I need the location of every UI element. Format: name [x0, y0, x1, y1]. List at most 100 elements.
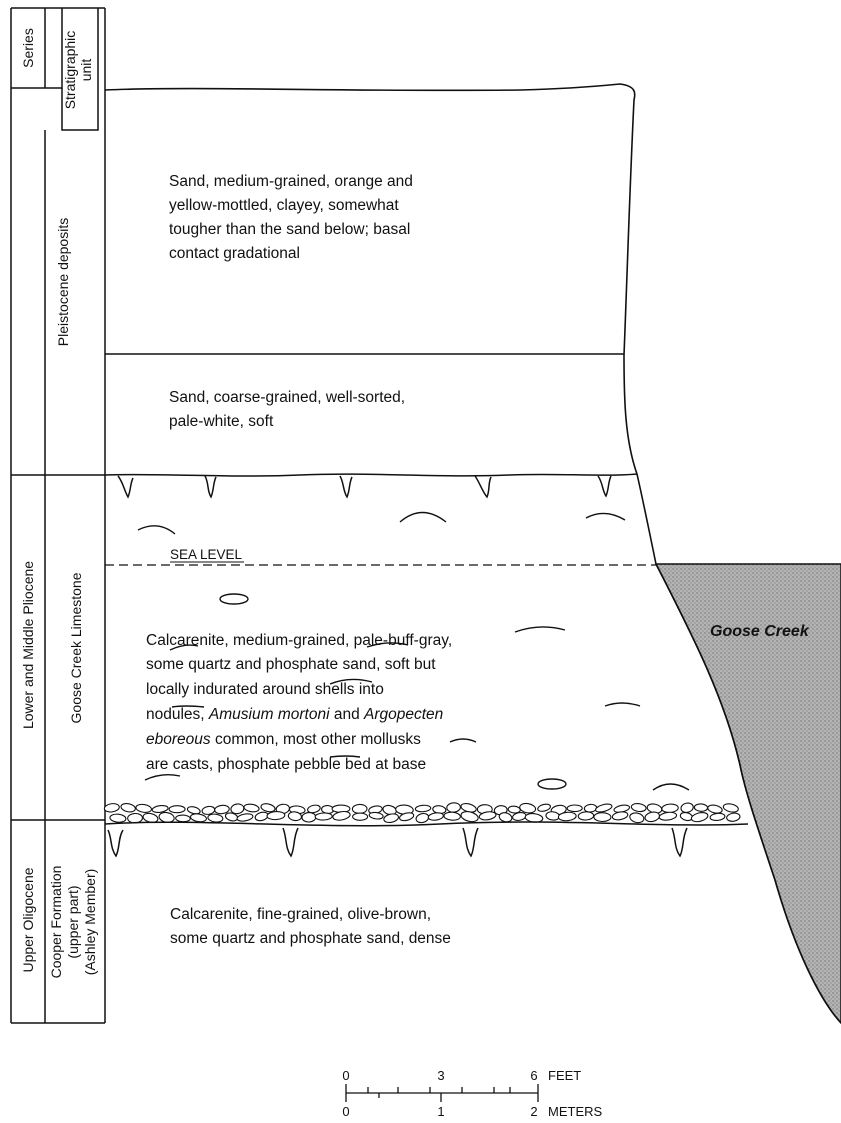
cliff-outline: [104, 83, 841, 1024]
pebble: [507, 805, 521, 814]
sea-level-label: SEA LEVEL: [170, 547, 243, 562]
pebble: [168, 805, 186, 814]
svg-text:FEET: FEET: [548, 1068, 581, 1083]
pebble: [593, 812, 612, 823]
pebble: [415, 812, 430, 824]
pebble: [478, 811, 497, 821]
pebble: [577, 811, 595, 821]
pebble: [127, 812, 143, 824]
unit-cooper-line1: Cooper Formation: [48, 866, 64, 979]
pebble: [443, 811, 461, 821]
pebble: [690, 812, 709, 823]
pebble: [236, 813, 254, 822]
svg-text:0: 0: [342, 1104, 349, 1119]
column-frame: [10, 7, 106, 1024]
pebble: [679, 811, 694, 822]
svg-text:Sand, coarse-grained, well-sor: Sand, coarse-grained, well-sorted,: [169, 389, 405, 406]
unit-cooper-line3: (Ashley Member): [82, 869, 98, 976]
pebble: [414, 804, 432, 813]
series-pliocene: Lower and Middle Pliocene: [20, 561, 36, 729]
svg-text:3: 3: [437, 1068, 444, 1083]
pebble: [629, 812, 645, 824]
pebble: [383, 813, 399, 824]
pebble: [519, 802, 537, 814]
pebble: [352, 812, 369, 821]
pebble: [446, 802, 461, 813]
pebble: [120, 802, 136, 813]
pebble: [260, 803, 276, 813]
pebble: [175, 814, 191, 823]
series-header: Series: [20, 28, 36, 68]
pebble: [644, 811, 661, 823]
pebble: [307, 804, 321, 814]
svg-text:Calcarenite, fine-grained, oli: Calcarenite, fine-grained, olive-brown,: [170, 906, 431, 923]
svg-text:contact gradational: contact gradational: [169, 245, 300, 262]
pebble: [611, 811, 629, 821]
pebble: [351, 803, 368, 814]
pebble: [658, 811, 678, 821]
svg-text:nodules, Amusium mortoni and A: nodules, Amusium mortoni and Argopecten: [146, 706, 443, 723]
pebble: [189, 813, 207, 823]
pebble: [709, 812, 726, 822]
pebble: [661, 803, 679, 814]
series-pleistocene: Pleistocene deposits: [55, 218, 71, 346]
desc-goose-creek: Calcarenite, medium-grained, pale-buff-g…: [146, 632, 452, 773]
svg-text:some quartz and phosphate sand: some quartz and phosphate sand, dense: [170, 930, 451, 947]
svg-text:6: 6: [530, 1068, 537, 1083]
svg-text:locally indurated around shell: locally indurated around shells into: [146, 681, 384, 698]
pebble: [109, 813, 127, 823]
svg-text:Calcarenite, medium-grained, p: Calcarenite, medium-grained, pale-buff-g…: [146, 632, 452, 649]
pebble: [207, 813, 224, 823]
pebble: [722, 803, 739, 813]
unit-header-line1: Stratigraphic: [62, 31, 78, 110]
pebble: [680, 802, 694, 813]
svg-text:2: 2: [530, 1104, 537, 1119]
pebble: [726, 812, 741, 822]
pebble: [186, 806, 201, 815]
svg-text:yellow-mottled, clayey, somewh: yellow-mottled, clayey, somewhat: [169, 197, 399, 214]
svg-text:0: 0: [342, 1068, 349, 1083]
svg-text:pale-white, soft: pale-white, soft: [169, 413, 274, 430]
shell-symbols: [137, 511, 690, 791]
desc-pleistocene-lower: Sand, coarse-grained, well-sorted, pale-…: [169, 389, 405, 430]
phosphate-pebble-bed: [103, 802, 741, 824]
svg-text:1: 1: [437, 1104, 444, 1119]
pebble: [460, 811, 479, 823]
pebble: [707, 804, 723, 814]
pebble: [214, 804, 230, 815]
pebble: [301, 812, 317, 823]
pebble: [266, 811, 286, 821]
pebble: [537, 803, 551, 812]
pebble: [399, 812, 415, 822]
svg-text:eboreous common, most other mo: eboreous common, most other mollusks: [146, 731, 421, 748]
unit-header-line2: unit: [78, 59, 94, 82]
pebble: [630, 802, 647, 813]
pebble: [566, 804, 583, 813]
svg-text:are casts, phosphate pebble be: are casts, phosphate pebble bed at base: [146, 756, 426, 773]
pebble: [557, 811, 577, 822]
pebble: [693, 803, 709, 812]
goose-creek-label: Goose Creek: [710, 623, 810, 640]
scale-bar: 0 3 6 FEET 0 1 2 METERS: [342, 1068, 602, 1119]
pebble: [595, 803, 613, 813]
desc-pleistocene-upper: Sand, medium-grained, orange and yellow-…: [169, 173, 413, 262]
base-unconformity: [104, 821, 749, 858]
pebble: [287, 811, 303, 822]
pebble: [151, 805, 169, 813]
pebble: [135, 803, 152, 813]
top-unconformity: [104, 473, 638, 499]
series-oligocene: Upper Oligocene: [20, 867, 36, 972]
svg-text:Sand, medium-grained, orange a: Sand, medium-grained, orange and: [169, 173, 413, 190]
pebble: [332, 810, 351, 821]
unit-goose-creek: Goose Creek Limestone: [68, 572, 84, 723]
pebble: [243, 803, 260, 813]
svg-text:some quartz and phosphate sand: some quartz and phosphate sand, soft but: [146, 656, 436, 673]
pebble: [368, 811, 384, 820]
pebble: [427, 812, 444, 821]
unit-cooper-line2: (upper part): [65, 885, 81, 958]
pebble: [103, 803, 120, 813]
svg-text:tougher than the sand below; b: tougher than the sand below; basal: [169, 221, 410, 238]
desc-cooper: Calcarenite, fine-grained, olive-brown, …: [170, 906, 451, 947]
svg-text:METERS: METERS: [548, 1104, 603, 1119]
